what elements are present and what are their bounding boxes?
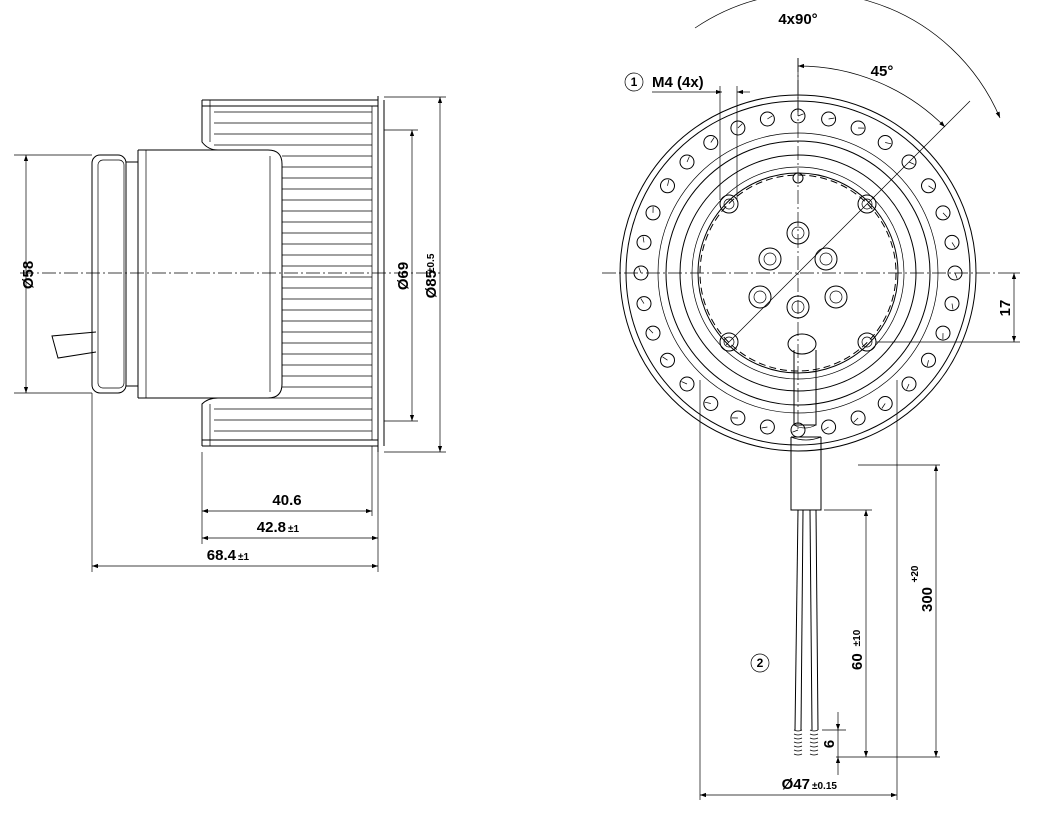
cable-grommet — [787, 333, 817, 355]
blade-hole — [944, 234, 960, 250]
dim-d69: Ø69 — [395, 262, 412, 290]
blade-hole — [947, 265, 963, 281]
wire-strand — [809, 749, 819, 752]
dim-d58: Ø58 — [20, 261, 37, 289]
wire-strand — [809, 737, 819, 740]
blade-holes — [633, 108, 963, 438]
dim-d47-tol: ±0.15 — [812, 781, 837, 792]
wire-strand — [809, 729, 819, 732]
dim-300: 300 — [919, 587, 936, 612]
motor-body — [138, 149, 283, 399]
blade-hole — [921, 178, 936, 194]
blade-hole — [636, 296, 652, 312]
hub-features — [748, 221, 848, 319]
dim-60-tol: ±10 — [852, 629, 863, 646]
blade-hole — [703, 135, 719, 150]
blade-hole — [633, 265, 649, 281]
wire-strand — [809, 741, 819, 744]
blade-hole — [703, 396, 719, 411]
motor-end-cap — [91, 154, 127, 394]
callout-1: 1 — [631, 75, 638, 89]
callout-2-circle — [750, 653, 770, 673]
blade-hole — [877, 135, 893, 150]
wire-strand — [793, 745, 803, 748]
dim-300-tol: +20 — [910, 565, 921, 582]
wire-ends — [793, 729, 819, 756]
dim-d47: Ø47 — [782, 776, 810, 793]
front-view — [602, 58, 1000, 452]
blade-hole — [636, 234, 652, 250]
dim-d85: Ø85 — [423, 270, 440, 298]
blade-hole — [759, 111, 775, 127]
motor-flange — [665, 140, 931, 406]
motor-end-cap-inner — [97, 159, 125, 389]
blade-hole — [850, 410, 866, 426]
wire-strand — [793, 737, 803, 740]
blade-hole — [730, 120, 746, 136]
wire-strand — [809, 745, 819, 748]
blade-hole — [660, 352, 675, 368]
dim-d85-tol: ±0.5 — [426, 253, 437, 273]
blade-hole — [901, 154, 917, 170]
blade-hole — [679, 154, 695, 170]
wire-strand — [793, 733, 803, 736]
side-view — [20, 96, 440, 452]
blade-hole — [730, 410, 746, 426]
wire-strand — [793, 753, 803, 756]
front-dimensions: 4x90° 45° 1 M4 (4x) 17 300 +20 60 ±10 — [624, 0, 1020, 800]
side-cable-stub — [51, 331, 97, 359]
wire-strand — [793, 729, 803, 732]
dim-6: 6 — [821, 740, 838, 748]
dim-40-6: 40.6 — [272, 492, 301, 509]
blade-hole — [645, 325, 661, 341]
dim-68-4-tol: ±1 — [238, 552, 249, 563]
blade-hole — [901, 376, 917, 392]
blade-hole — [679, 376, 695, 392]
dim-60: 60 — [849, 653, 866, 670]
dim-45: 45° — [871, 63, 894, 80]
dim-42-8: 42.8 — [257, 519, 286, 536]
blade-hole — [645, 205, 661, 221]
wire-strand — [793, 749, 803, 752]
dim-4x90: 4x90° — [778, 11, 817, 28]
wire-strand — [809, 733, 819, 736]
impeller-blades — [214, 111, 372, 432]
blade-hole — [660, 178, 675, 194]
dim-17: 17 — [997, 300, 1014, 317]
blade-hole — [935, 325, 951, 341]
cable — [790, 350, 822, 756]
wire-strand — [793, 741, 803, 744]
side-dimensions: Ø58 Ø69 Ø85 ±0.5 40.6 42.8 ±1 68.4 ±1 — [14, 96, 446, 572]
dim-42-8-tol: ±1 — [288, 524, 299, 535]
blade-hole — [944, 296, 960, 312]
blade-hole — [821, 419, 837, 435]
blade-hole — [759, 419, 775, 435]
dim-68-4: 68.4 — [207, 547, 237, 564]
blade-hole — [935, 205, 951, 221]
impeller-front-top — [201, 100, 219, 151]
blade-hole — [921, 352, 936, 368]
wire-strand — [809, 753, 819, 756]
callout-2: 2 — [757, 656, 764, 670]
blade-hole — [877, 396, 893, 411]
thread-label: M4 (4x) — [652, 74, 704, 91]
callout-1-circle — [624, 72, 644, 92]
top-small-hole — [792, 172, 804, 184]
bolt-circle — [699, 174, 897, 372]
